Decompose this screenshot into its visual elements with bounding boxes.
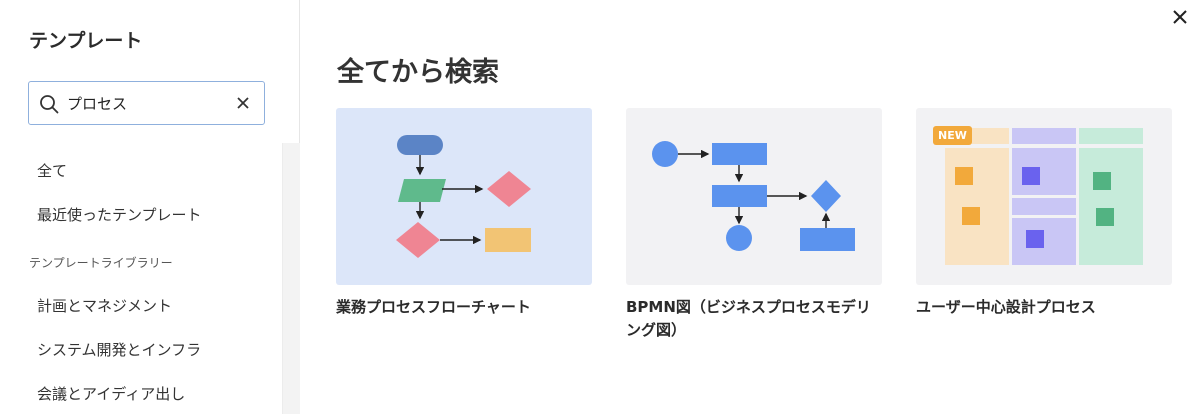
page-title: 全てから検索: [337, 57, 499, 88]
search-icon: [40, 95, 59, 114]
card-title: ユーザー中心設計プロセス: [916, 298, 1096, 316]
sidebar-title: テンプレート: [29, 30, 143, 52]
search-box[interactable]: [28, 81, 265, 125]
new-badge: NEW: [933, 126, 972, 145]
sidebar-item-all[interactable]: 全て: [37, 162, 68, 180]
template-card-business-flowchart[interactable]: 業務プロセスフローチャート: [336, 108, 592, 319]
close-icon[interactable]: [1171, 8, 1189, 26]
template-card-user-centered-design[interactable]: NEW ユーザー中心設計プロセス: [916, 108, 1172, 319]
sidebar-item-recent[interactable]: 最近使ったテンプレート: [37, 206, 202, 224]
template-card-bpmn[interactable]: BPMN図（ビジネスプロセスモデリング図）: [626, 108, 882, 342]
flowchart-thumbnail-image: [396, 135, 531, 258]
bpmn-thumbnail-image: [652, 141, 855, 251]
ucd-thumbnail-image: [945, 128, 1143, 265]
sidebar-item-planning[interactable]: 計画とマネジメント: [37, 297, 173, 315]
sidebar-item-meetings[interactable]: 会議とアイディア出し: [37, 385, 186, 403]
library-section-label: テンプレートライブラリー: [29, 256, 173, 270]
clear-icon[interactable]: [236, 96, 250, 110]
card-title: 業務プロセスフローチャート: [336, 298, 531, 316]
template-sidebar: テンプレート 全て 最近使ったテンプレート テンプレートライブラリー 計画とマネ…: [0, 0, 300, 414]
card-title: BPMN図（ビジネスプロセスモデリング図）: [626, 298, 871, 339]
card-thumbnail: [336, 108, 592, 285]
sidebar-scrollbar[interactable]: [282, 143, 300, 414]
sidebar-item-system-dev[interactable]: システム開発とインフラ: [37, 341, 202, 359]
card-thumbnail: [626, 108, 882, 285]
search-input[interactable]: [67, 90, 217, 116]
